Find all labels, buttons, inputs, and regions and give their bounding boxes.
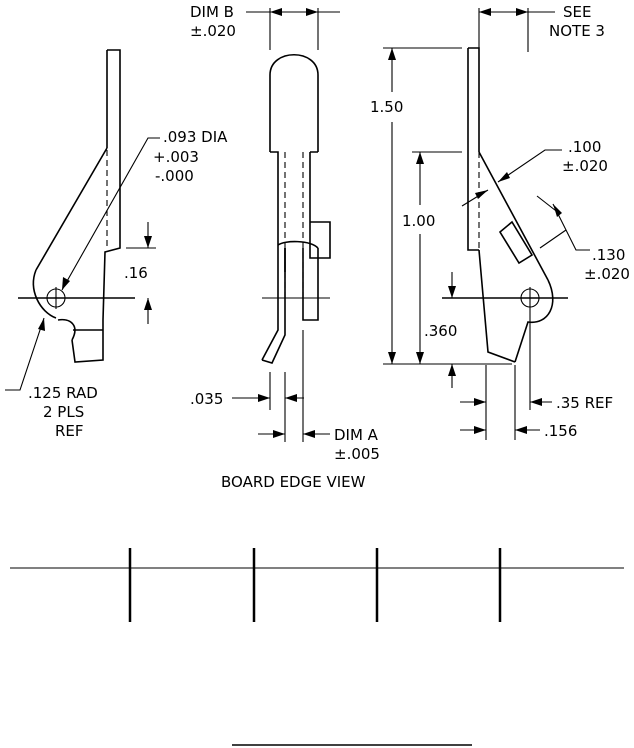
dim-035ref-label: .35 REF	[556, 394, 613, 412]
dim-016-label: .16	[124, 264, 148, 282]
ref-label: REF	[55, 422, 84, 440]
dim-035-label: .035	[190, 390, 223, 408]
dia-label: .093 DIA	[163, 128, 228, 146]
see-label: SEE	[563, 3, 591, 21]
dim-0130-tol: ±.020	[584, 265, 630, 283]
dim-0100-tol: ±.020	[562, 157, 608, 175]
note3-label: NOTE 3	[549, 22, 605, 40]
board-edge-view	[232, 8, 340, 442]
left-side-view	[5, 49, 160, 391]
dim-100-label: 1.00	[402, 212, 435, 230]
dia-tol-minus: -.000	[155, 167, 194, 185]
dim-b-tol: ±.020	[190, 22, 236, 40]
dim-156-label: .156	[544, 422, 577, 440]
dia-tol-plus: +.003	[153, 148, 199, 166]
dim-0100-label: .100	[568, 138, 601, 156]
dim-360-label: .360	[424, 322, 457, 340]
bottom-table-grid	[10, 548, 624, 622]
pls-label: 2 PLS	[43, 403, 84, 421]
dim-150-label: 1.50	[370, 98, 403, 116]
view-title: BOARD EDGE VIEW	[221, 473, 366, 491]
right-side-view	[383, 8, 590, 440]
dim-a-label: DIM A	[334, 426, 379, 444]
dim-a-tol: ±.005	[334, 445, 380, 463]
rad-label: .125 RAD	[28, 384, 98, 402]
dim-0130-label: .130	[592, 246, 625, 264]
dim-b-label: DIM B	[190, 3, 234, 21]
